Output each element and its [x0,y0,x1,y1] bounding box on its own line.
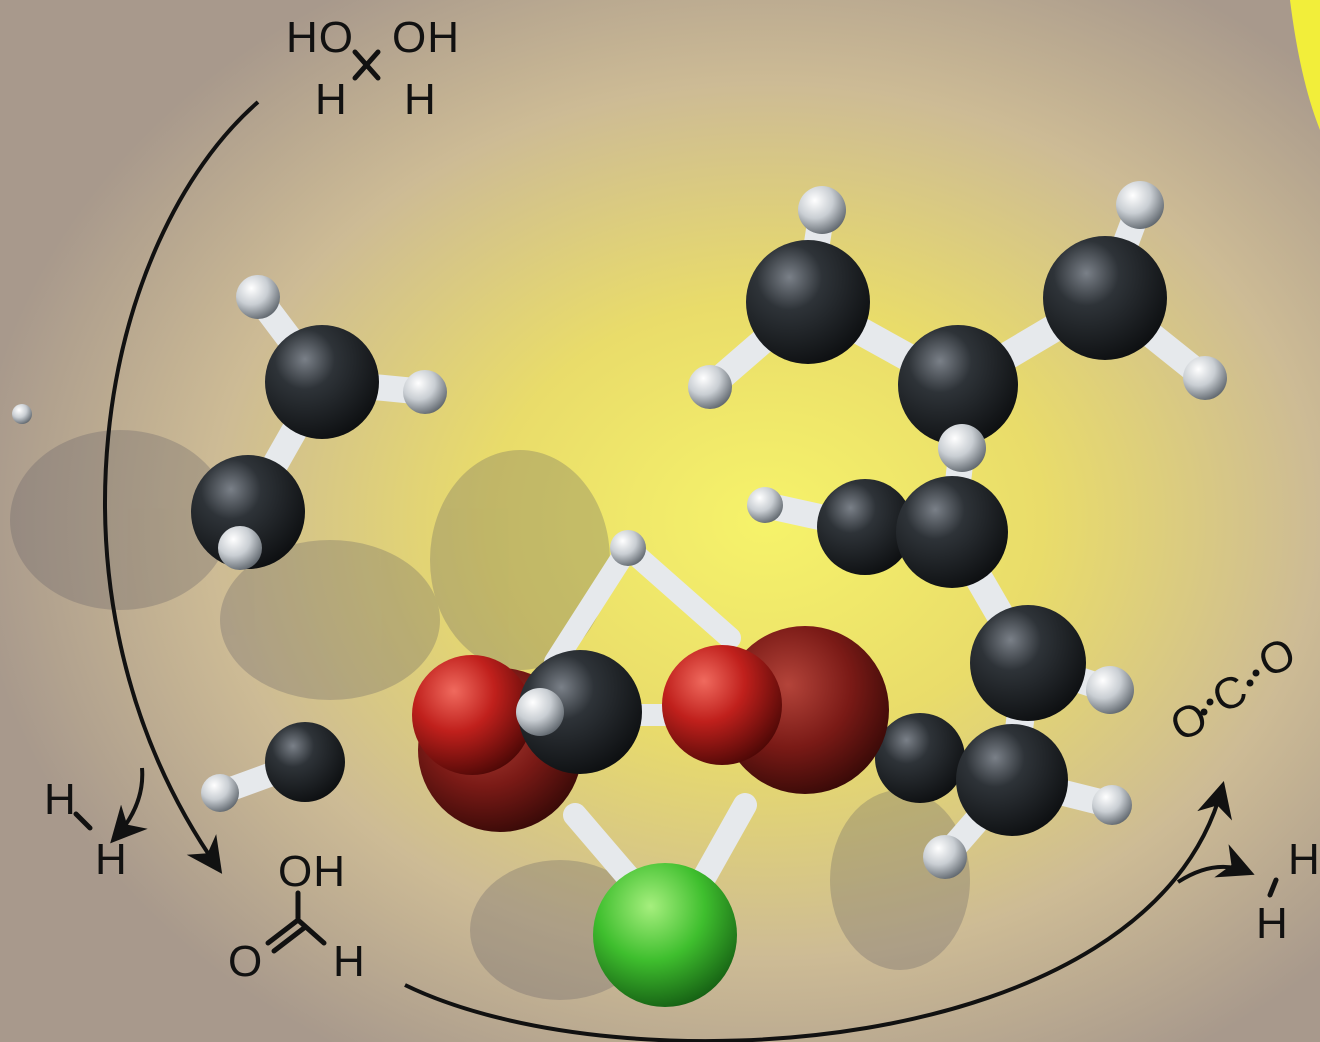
arrow-to-carbon-dioxide [404,781,1232,1042]
arrow-to-formic-acid [103,100,260,874]
central-complex-atoms [412,530,889,1007]
hydrogen-left-bottom-label: H [95,835,128,884]
methanediol-oh-label: OH [392,13,460,62]
hydrogen-right-top-label: H [1288,835,1320,884]
arrow-to-hydrogen-left [110,767,148,844]
co2-double-bond-dots [1200,669,1260,716]
reaction-arrows [103,100,1255,1042]
arrow-to-hydrogen-right [1176,844,1255,884]
hydrogen-right-bottom-label: H [1256,899,1289,948]
formic-acid-oh-label: OH [278,847,346,896]
formula-bonds [73,49,1279,954]
left-fragment-atoms [12,275,447,812]
hydrogen-left-top-label: H [44,775,77,824]
formic-acid-o-label: O [228,937,264,986]
right-fragment-atoms [688,181,1227,879]
yellow-corner-arc [1290,0,1320,130]
shadow-blobs [10,430,970,1000]
formic-acid-h-label: H [333,937,366,986]
methanediol-h-left-label: H [315,75,348,124]
methanediol-ho-label: HO [286,13,354,62]
methanediol-h-right-label: H [404,75,437,124]
